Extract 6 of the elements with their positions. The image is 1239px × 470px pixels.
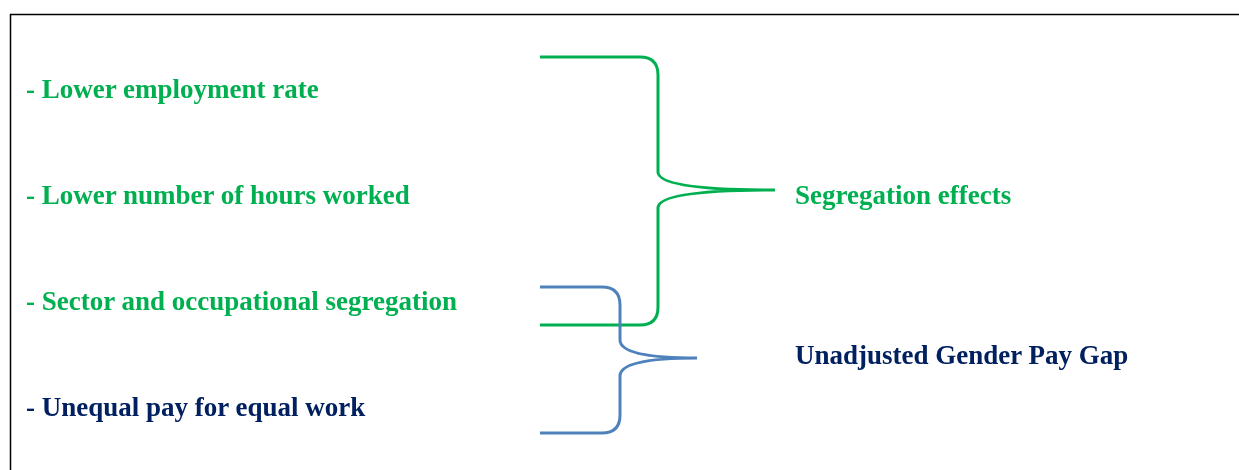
label-text: - Sector and occupational segregation xyxy=(26,288,457,315)
label-text: Segregation effects xyxy=(795,182,1012,209)
label-text: Unadjusted Gender Pay Gap xyxy=(795,342,1129,369)
label-text: - Lower number of hours worked xyxy=(26,182,410,209)
label-text: - Lower employment rate xyxy=(26,76,319,103)
label-text: - Unequal pay for equal work xyxy=(26,394,366,421)
